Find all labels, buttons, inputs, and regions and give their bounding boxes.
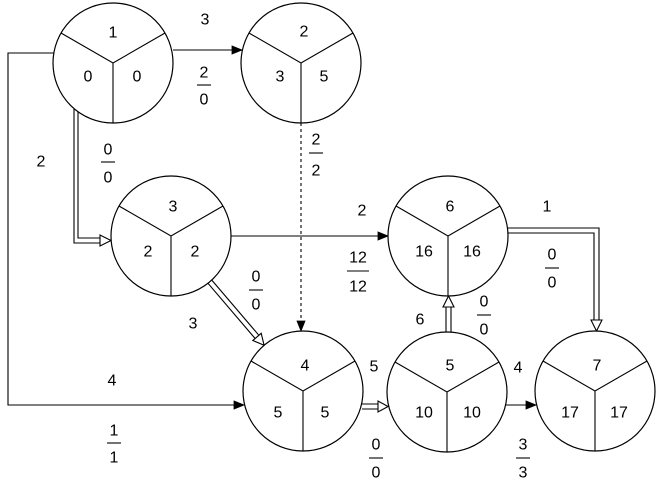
edge-4-5-fraction-bottom: 0 [372,465,381,482]
edge-5-7: 4 3 3 [506,360,538,482]
node-2: 2 3 5 [240,2,362,124]
node-5: 5 10 10 [386,331,508,453]
node-6-early-time: 16 [415,244,433,261]
node-4-dividers [250,360,356,451]
node-2-number: 2 [300,24,309,41]
edge-1-3-line-outer [73,109,101,244]
edge-6-7: 1 0 0 [507,199,603,333]
node-2-dividers [248,32,354,123]
edge-3-4-duration: 3 [189,316,198,333]
edge-3-6: 2 12 12 [231,203,390,296]
node-3-early-time: 2 [144,244,153,261]
edge-6-7-arrowhead [590,319,603,333]
edge-1-3-fraction-bottom: 0 [104,170,113,187]
node-6: 6 16 16 [387,175,509,297]
edge-5-6-arrowhead [442,294,455,308]
edge-5-7-fraction-top: 3 [519,437,528,454]
node-7-late-time: 17 [610,405,628,422]
node-2-late-time: 5 [320,69,329,86]
edge-6-7-fraction-bottom: 0 [548,275,557,292]
edge-1-4-duration: 4 [108,373,117,390]
edge-3-4-line-outer [207,282,256,339]
node-7-early-time: 17 [561,405,579,422]
edge-4-5-duration: 5 [370,359,379,376]
edge-5-7-duration: 4 [514,360,523,377]
edge-1-3-duration: 2 [37,154,46,171]
edge-4-5-fraction-top: 0 [372,437,381,454]
edge-6-7-line-inner [508,232,595,321]
edge-2-4-fraction-top: 2 [312,132,321,149]
edge-5-7-arrowhead [525,400,538,410]
edge-2-4-arrowhead [296,320,306,333]
edge-2-4-fraction-bottom: 2 [312,163,321,180]
edge-4-5-arrowhead [377,400,390,413]
edge-1-3-line-inner [77,112,101,239]
edge-1-2-duration: 3 [201,12,210,29]
node-6-number: 6 [446,199,455,216]
edge-1-4-arrowhead [233,400,246,410]
edge-1-4-fraction-bottom: 1 [110,450,119,467]
edge-2-4: 2 2 [296,123,323,333]
node-2-early-time: 3 [276,69,285,86]
edge-3-6-duration: 2 [358,203,367,220]
edge-6-7-fraction-top: 0 [548,247,557,264]
node-4-number: 4 [301,358,310,375]
edge-1-4: 4 1 1 [7,52,246,467]
edge-3-4-fraction-bottom: 0 [252,297,261,314]
edge-1-2-fraction-bottom: 0 [200,92,209,109]
node-7-number: 7 [593,358,602,375]
node-3-dividers [118,205,224,296]
node-5-early-time: 10 [415,405,433,422]
edge-1-4-fraction-top: 1 [110,423,119,440]
edge-1-3: 2 0 0 [37,109,115,247]
node-7-dividers [542,360,648,451]
edge-1-2: 3 2 0 [173,12,244,109]
edge-5-6-fraction-top: 0 [480,294,489,311]
edge-6-7-duration: 1 [543,199,552,216]
edge-5-7-fraction-bottom: 3 [519,465,528,482]
node-1-late-time: 0 [133,69,142,86]
edge-1-4-line [7,52,235,406]
edge-5-6-duration: 6 [416,312,425,329]
node-1-early-time: 0 [84,69,93,86]
node-5-dividers [394,361,500,452]
edge-4-5: 5 0 0 [362,359,390,482]
node-5-late-time: 10 [463,405,481,422]
edge-1-2-arrowhead [231,45,244,55]
edge-3-4: 3 0 0 [189,269,265,347]
node-6-dividers [395,205,501,296]
node-3: 3 2 2 [110,175,232,297]
edge-3-6-fraction-bottom: 12 [349,279,367,296]
edge-3-4-fraction-top: 0 [252,269,261,286]
node-4-late-time: 5 [321,405,330,422]
edge-3-6-fraction-top: 12 [349,250,367,267]
edge-5-6: 6 0 0 [416,294,491,339]
edge-3-4-arrowhead [251,332,265,347]
edge-1-3-arrowhead [99,234,113,247]
node-7: 7 17 17 [534,330,656,452]
edge-1-3-fraction-top: 0 [104,142,113,159]
node-6-late-time: 16 [463,244,481,261]
node-5-number: 5 [446,358,455,375]
node-4-early-time: 5 [274,405,283,422]
edge-1-2-fraction-top: 2 [200,65,209,82]
edge-3-6-arrowhead [377,231,390,241]
node-3-late-time: 2 [191,244,200,261]
edge-6-7-line-outer [507,227,600,321]
node-1-number: 1 [109,25,118,42]
edge-3-4-line-inner [211,279,260,336]
node-4: 4 5 5 [242,330,364,452]
node-1-dividers [60,32,166,123]
edge-5-6-fraction-bottom: 0 [480,322,489,339]
node-3-number: 3 [169,199,178,216]
node-1: 1 0 0 [52,2,174,124]
